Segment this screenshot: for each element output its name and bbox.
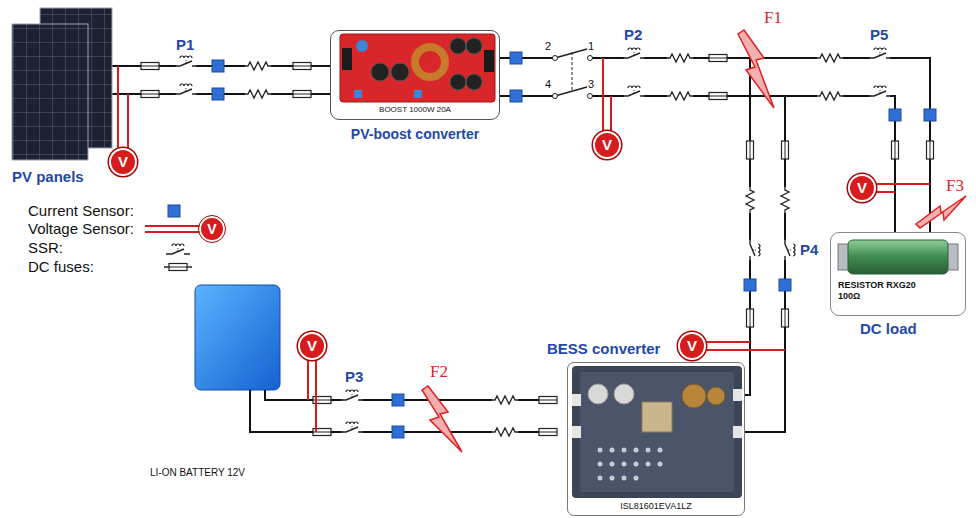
sensor-letter: V xyxy=(111,150,135,174)
wire xyxy=(500,58,750,395)
pv-array: PV panels xyxy=(8,6,112,190)
switch-symbol xyxy=(553,49,593,100)
dc-load: RESISTOR RXG20 100Ω DC load xyxy=(830,232,970,340)
sensor-letter: V xyxy=(850,176,874,200)
pin-number: 4 xyxy=(545,78,551,90)
fault-tag: F3 xyxy=(946,176,964,196)
ssr-tag: P5 xyxy=(870,26,888,43)
voltage-sensor: V xyxy=(298,332,326,360)
voltage-sensor-leads xyxy=(118,58,930,432)
board-label: ISL81601EVA1LZ xyxy=(567,501,745,512)
legend-text: Current Sensor: xyxy=(28,202,134,220)
sensor-letter: V xyxy=(595,133,619,157)
load-frame xyxy=(830,232,966,316)
node-caption: PV-boost converter xyxy=(330,126,500,142)
wire xyxy=(500,58,930,232)
converter-board: BOOST 1000W 20A PV-boost converter xyxy=(330,30,500,148)
node-caption: DC load xyxy=(860,320,917,337)
node-caption: PV panels xyxy=(12,168,84,185)
battery: LI-ON BATTERY 12V xyxy=(150,285,290,485)
converter-board: BESS converterISL81601EVA1LZ xyxy=(545,338,745,518)
pin-number: 3 xyxy=(588,78,594,90)
fault-bolts xyxy=(422,30,966,452)
battery-art xyxy=(195,285,290,432)
legend-samples xyxy=(145,205,226,271)
fault-tag: F2 xyxy=(430,362,448,382)
boost-board-art xyxy=(340,34,495,102)
sensor-letter: V xyxy=(300,334,324,358)
ssr-tag: P3 xyxy=(345,368,363,385)
ssr-tag: P2 xyxy=(624,26,642,43)
pin-number: 1 xyxy=(588,40,594,52)
node-caption: LI-ON BATTERY 12V xyxy=(150,467,245,479)
resistor-load-art xyxy=(838,240,958,274)
sensor-letter: V xyxy=(205,221,219,237)
node-caption: BESS converter xyxy=(547,340,660,357)
board-label: BOOST 1000W 20A xyxy=(330,105,500,115)
voltage-sensor: V xyxy=(678,332,706,360)
wire-components xyxy=(141,46,936,438)
legend-text: SSR: xyxy=(28,239,63,257)
wire-pair xyxy=(500,58,930,232)
legend-text: DC fuses: xyxy=(28,258,94,276)
board-frame xyxy=(567,362,745,516)
pin-number: 2 xyxy=(545,40,551,52)
voltage-sensor: V xyxy=(593,131,621,159)
board-label: RESISTOR RXG20 100Ω xyxy=(838,280,926,302)
ssr-tag: P4 xyxy=(800,241,818,258)
ssr-tag: P1 xyxy=(176,36,194,53)
voltage-sensor: V xyxy=(848,174,876,202)
pv-panel-art xyxy=(12,8,112,160)
voltage-sensor: V xyxy=(109,148,137,176)
wire xyxy=(500,96,895,232)
legend-text: Voltage Sensor: xyxy=(28,220,134,238)
bess-board-art xyxy=(572,366,742,498)
sensor-letter: V xyxy=(680,334,704,358)
fault-tag: F1 xyxy=(764,8,782,28)
